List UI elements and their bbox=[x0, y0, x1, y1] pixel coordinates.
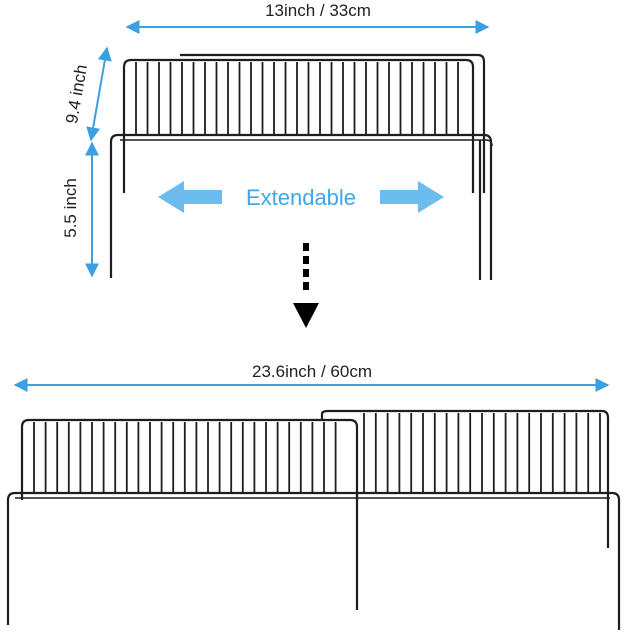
back-shelf-frame bbox=[180, 53, 486, 193]
upper-height-label: 9.4 inch bbox=[62, 63, 91, 125]
dashed-arrow-down-icon bbox=[293, 243, 319, 328]
collapsed-shelf bbox=[109, 53, 493, 280]
base-frame-front bbox=[109, 133, 493, 280]
top-width-dimension: 13inch / 33cm bbox=[125, 1, 490, 34]
extended-base-frame bbox=[6, 491, 621, 630]
extended-shelf-wires bbox=[33, 413, 601, 493]
arrow-left-icon bbox=[158, 181, 222, 213]
lower-height-label: 5.5 inch bbox=[61, 178, 80, 238]
arrow-right-icon bbox=[380, 181, 444, 213]
base-frame-back bbox=[120, 139, 493, 147]
extendable-indicator: Extendable bbox=[158, 181, 444, 213]
upper-height-line bbox=[86, 46, 112, 142]
collapsed-shelf-wires bbox=[135, 62, 459, 135]
right-upper-shelf-frame bbox=[320, 409, 610, 548]
upper-height-dimension: 9.4 inch bbox=[62, 46, 112, 142]
bottom-width-dimension: 23.6inch / 60cm bbox=[13, 362, 610, 392]
lower-height-dimension: 5.5 inch bbox=[61, 141, 99, 278]
upper-shelf-frame bbox=[122, 58, 475, 193]
bottom-width-label: 23.6inch / 60cm bbox=[252, 362, 372, 381]
top-width-label: 13inch / 33cm bbox=[265, 1, 371, 20]
extendable-label: Extendable bbox=[246, 185, 356, 210]
left-upper-shelf-frame bbox=[20, 418, 359, 500]
extended-shelf bbox=[6, 409, 621, 630]
